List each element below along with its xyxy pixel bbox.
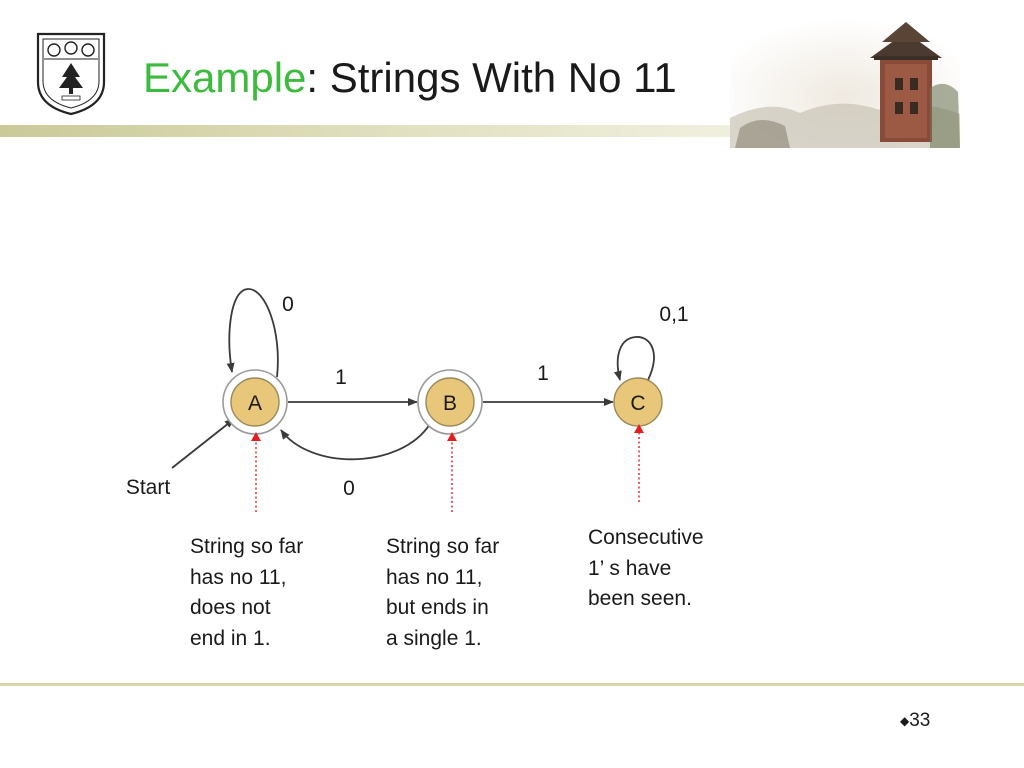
university-logo-icon [36, 32, 106, 116]
bullet-icon: ◆ [900, 713, 910, 728]
page-number: ◆33 [900, 710, 930, 732]
title-rest: : Strings With No 11 [306, 54, 677, 101]
note-a-line: has no 11, [190, 565, 287, 589]
note-b-line: has no 11, [386, 565, 483, 589]
transition-c-self-loop [613, 336, 655, 383]
state-b-label: B [443, 392, 457, 415]
transition-a-self-loop [226, 288, 279, 378]
start-label: Start [126, 476, 171, 499]
note-a-line: end in 1. [190, 626, 271, 650]
note-state-b: String so far has no 11, but ends in a s… [386, 532, 499, 654]
note-c-line: 1’ s have [588, 556, 672, 580]
state-a [230, 377, 280, 427]
note-b-line: String so far [386, 535, 500, 558]
note-c-line: been seen. [588, 587, 692, 610]
start-arrow [171, 418, 235, 469]
transition-label-c-c: 0,1 [659, 303, 688, 326]
title-rule [0, 125, 735, 137]
note-b-line: but ends in [386, 596, 489, 619]
title-accent: Example [143, 54, 307, 101]
note-b-line: a single 1. [386, 626, 482, 650]
footer-rule [0, 683, 1024, 686]
transition-label-a-b: 1 [335, 366, 347, 389]
note-state-a: String so far has no 11, does not end in… [190, 532, 303, 654]
slide-title: Example: Strings With No 11 [143, 52, 677, 104]
tower-image [730, 18, 960, 148]
note-state-c: Consecutive 1’ s have been seen. [588, 523, 704, 615]
state-a-label: A [248, 392, 262, 415]
state-c-label: C [630, 392, 645, 415]
state-b [425, 377, 475, 427]
transition-label-a-a: 0 [282, 293, 294, 316]
transition-label-b-c: 1 [537, 362, 549, 385]
transition-label-b-a: 0 [343, 477, 355, 500]
note-c-line: Consecutive [588, 526, 704, 549]
note-a-line: does not [190, 596, 271, 619]
page-number-value: 33 [909, 710, 931, 731]
note-a-line: String so far [190, 535, 304, 558]
transition-b-to-a [280, 423, 431, 461]
